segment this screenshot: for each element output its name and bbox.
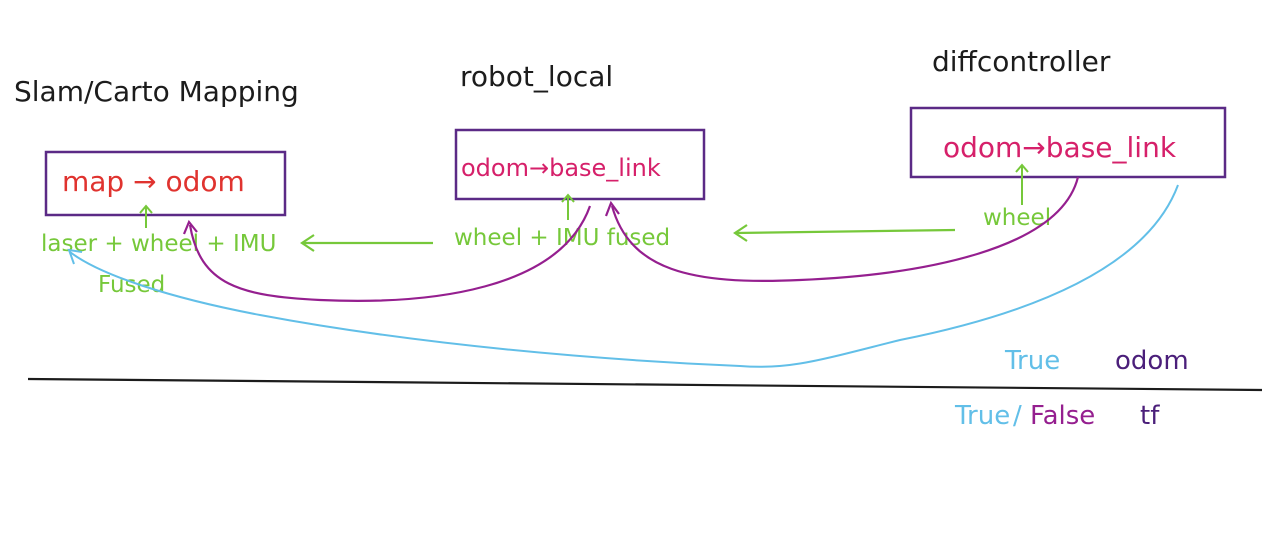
slam-input-arrow — [139, 204, 153, 228]
legend-slash: / — [1013, 401, 1022, 431]
slam-fused-label: Fused — [98, 272, 165, 298]
legend-odom: odom — [1115, 346, 1189, 376]
diffcontroller-title: diffcontroller — [932, 45, 1111, 78]
diffcontroller-box — [909, 106, 1227, 179]
divider-line — [27, 377, 1263, 392]
robot-local-box — [454, 128, 706, 201]
diffcontroller-to-robot-local-tf-arrow — [604, 176, 1080, 282]
legend-false: False — [1030, 401, 1095, 431]
robot-local-title: robot_local — [460, 60, 613, 93]
slam-box — [44, 150, 287, 217]
slam-box-label: map → odom — [62, 165, 245, 198]
slam-source-label: laser + wheel + IMU — [41, 231, 276, 257]
diffcontroller-input-arrow — [1015, 163, 1029, 205]
robot-local-to-slam-tf-arrow — [182, 205, 592, 302]
legend-true-tf: True — [954, 401, 1010, 431]
legend-true-odom: True — [1004, 346, 1060, 376]
slam-title: Slam/Carto Mapping — [14, 75, 299, 108]
diffcontroller-box-label: odom→base_link — [943, 131, 1177, 164]
robot-local-to-slam-arrow — [300, 234, 433, 252]
diffcontroller-to-slam-odom-arrow — [67, 184, 1179, 368]
diffcontroller-source-label: wheel — [983, 205, 1051, 231]
robot-local-box-label: odom→base_link — [461, 154, 661, 182]
legend-tf: tf — [1140, 401, 1160, 431]
diffcontroller-to-robot-local-arrow — [733, 224, 956, 242]
robot-local-input-arrow — [561, 193, 575, 220]
